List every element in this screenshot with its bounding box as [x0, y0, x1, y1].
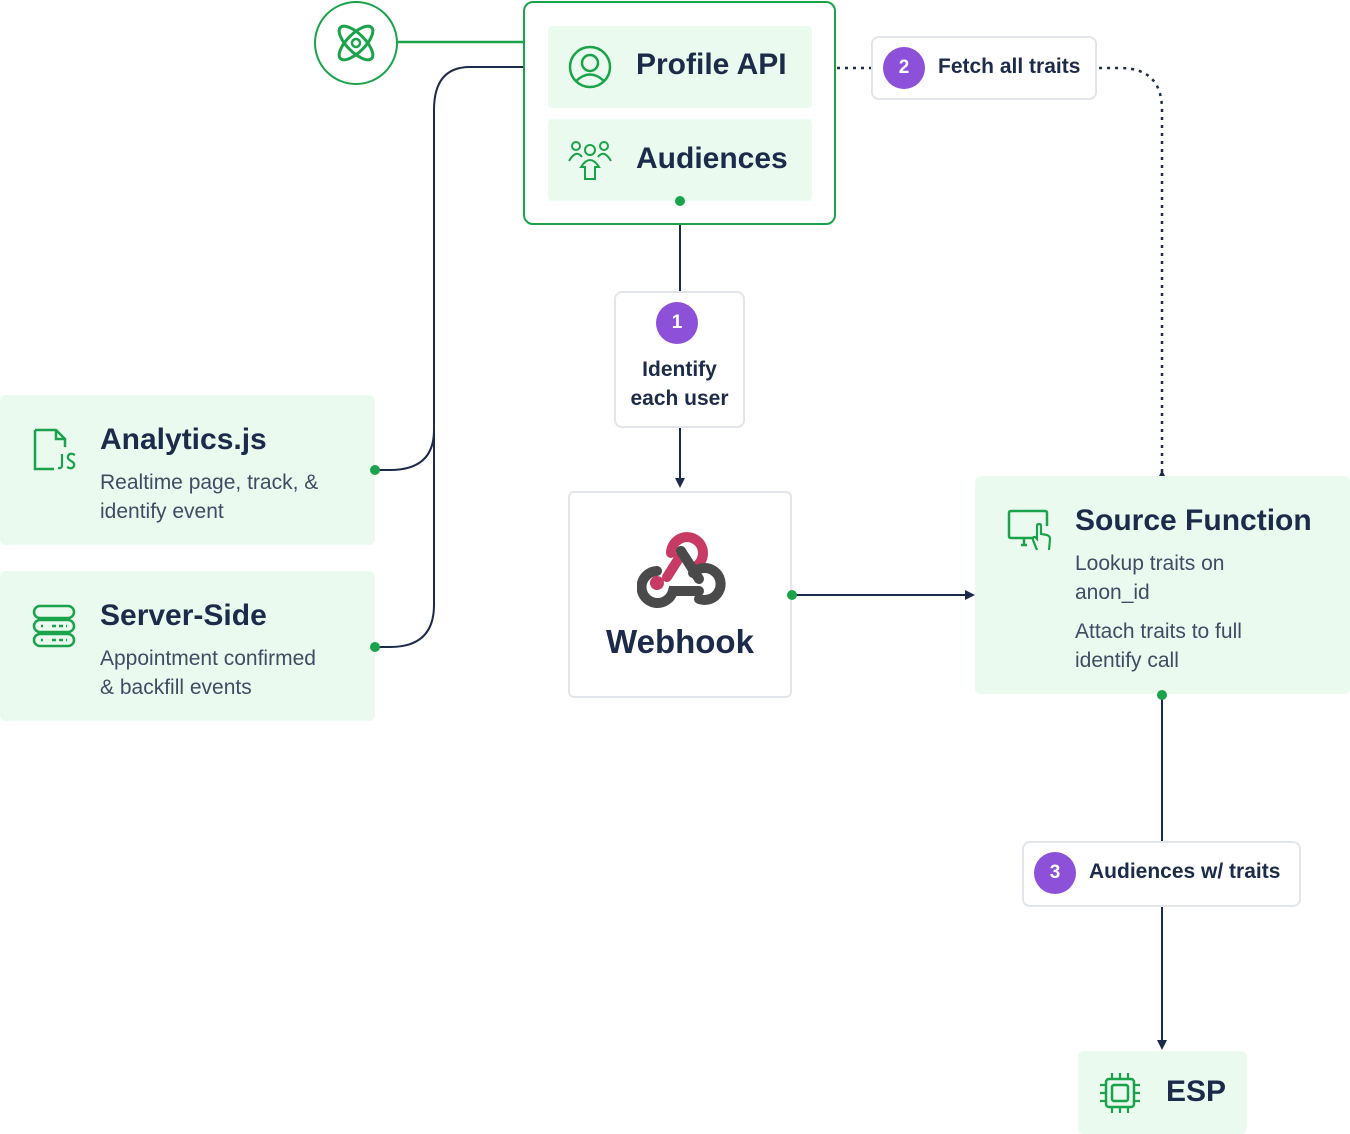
esp-label: ESP [1166, 1075, 1227, 1108]
analytics-js-desc-line1: Realtime page, track, & [100, 471, 319, 494]
webhook-card: Webhook [568, 491, 792, 698]
source-function-desc-line3: Attach traits to full [1075, 620, 1242, 643]
step2-label: Fetch all traits [938, 55, 1081, 78]
analytics-js-title: Analytics.js [100, 423, 267, 456]
step3-badge: 3 [1034, 852, 1076, 894]
step2-badge: 2 [883, 47, 925, 89]
audiences-card: Audiences [548, 119, 812, 201]
source-function-desc-line4: identify call [1075, 649, 1179, 672]
chip-icon [1100, 1073, 1140, 1113]
webhook-icon [637, 532, 726, 608]
step3-label: Audiences w/ traits [1089, 860, 1281, 883]
monitor-touch-icon [1007, 509, 1052, 551]
step1-line1: Identify [642, 358, 717, 381]
esp-card: ESP [1078, 1051, 1247, 1134]
analytics-js-port [370, 465, 380, 475]
fetch-traits-dotted-line [1098, 66, 1167, 480]
audiences-label: Audiences [636, 142, 788, 175]
profile-api-label: Profile API [636, 48, 787, 81]
people-group-icon [568, 141, 612, 180]
webhook-label: Webhook [606, 623, 754, 660]
webhook-port [787, 590, 797, 600]
js-file-icon [33, 428, 76, 471]
step1-label-box [614, 291, 745, 428]
source-function-desc-line1: Lookup traits on [1075, 552, 1225, 575]
server-side-desc-line1: Appointment confirmed [100, 647, 316, 670]
atom-icon [337, 24, 375, 62]
step1-badge: 1 [656, 302, 698, 344]
server-side-desc-line2: & backfill events [100, 676, 252, 699]
serverside-to-profile-line [375, 430, 435, 648]
profile-api-card: Profile API [548, 26, 812, 108]
source-function-desc-line2: anon_id [1075, 581, 1150, 604]
analytics-js-desc-line2: identify event [100, 500, 224, 523]
step2-label-box [871, 36, 1097, 100]
analytics-js-card: Analytics.js Realtime page, track, & ide… [0, 395, 375, 545]
source-function-port [1157, 690, 1167, 700]
analytics-to-profile-line [375, 62, 548, 471]
source-function-card: Source Function Lookup traits on anon_id… [975, 476, 1350, 694]
atom-node [314, 1, 398, 85]
server-icon [32, 604, 76, 648]
source-function-title: Source Function [1075, 504, 1312, 537]
step1-line2: each user [630, 387, 729, 410]
audiences-port [675, 196, 685, 206]
server-side-card: Server-Side Appointment confirmed & back… [0, 571, 375, 721]
user-circle-icon [568, 45, 612, 89]
server-side-port [370, 642, 380, 652]
server-side-title: Server-Side [100, 599, 267, 632]
